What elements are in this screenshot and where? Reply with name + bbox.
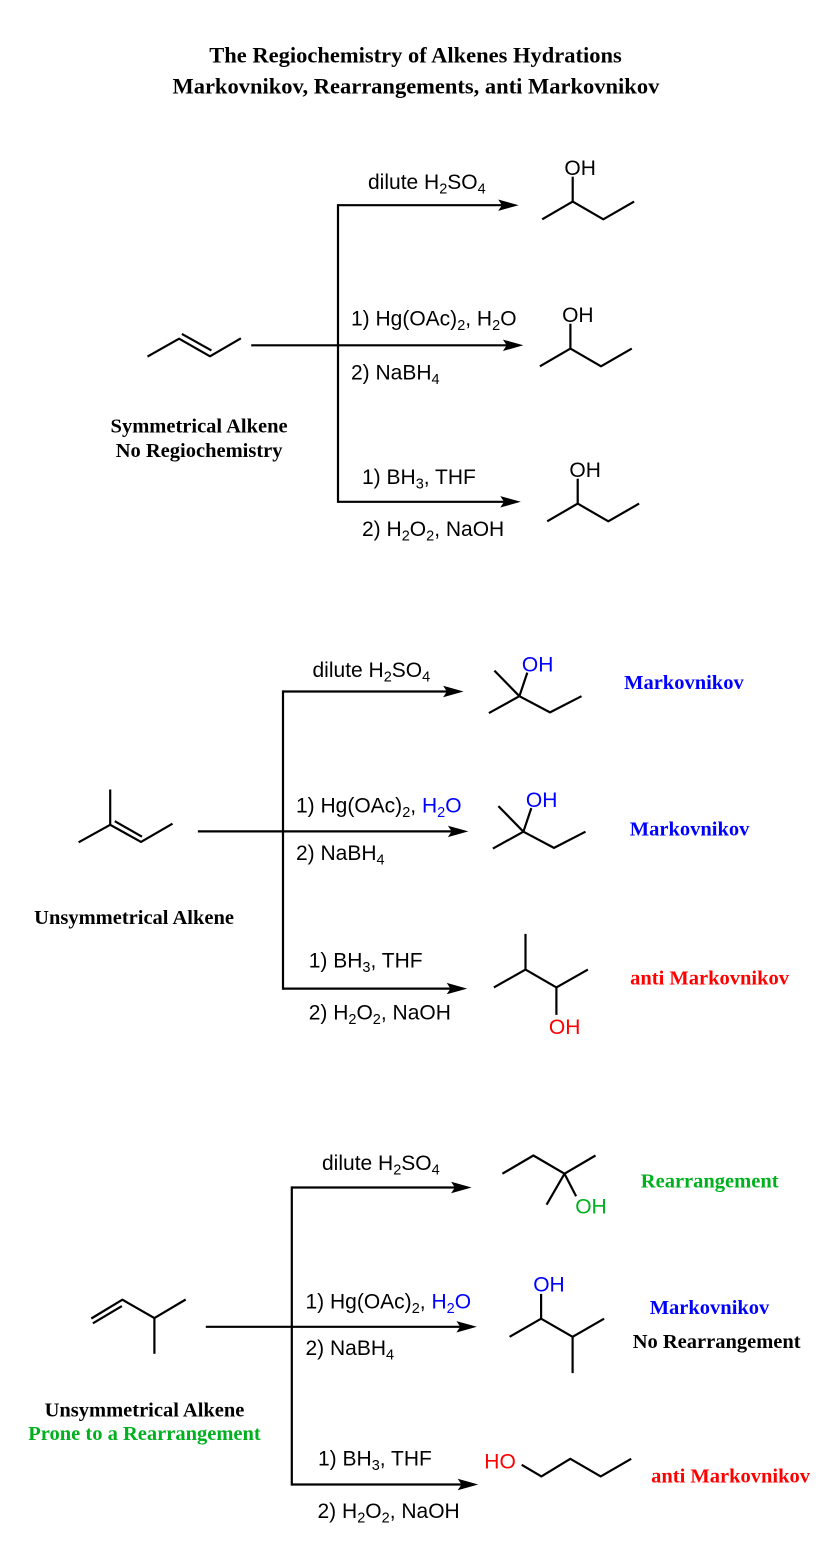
svg-text:dilute H2​SO4​: dilute H2​SO4​	[322, 1152, 440, 1179]
svg-text:OH: OH	[533, 1273, 565, 1296]
svg-text:OH: OH	[562, 304, 594, 327]
svg-text:1) Hg(OAc)2​, H2​O: 1) Hg(OAc)2​, H2​O	[306, 1290, 472, 1317]
svg-text:OH: OH	[522, 653, 554, 676]
svg-text:dilute H2​SO4​: dilute H2​SO4​	[313, 659, 431, 686]
svg-text:OH: OH	[575, 1196, 607, 1219]
svg-text:Rearrangement: Rearrangement	[641, 1170, 779, 1192]
svg-text:1) Hg(OAc)2​, H2​O: 1) Hg(OAc)2​, H2​O	[351, 307, 517, 334]
svg-text:1) Hg(OAc)2​, H2​O: 1) Hg(OAc)2​, H2​O	[296, 795, 462, 822]
svg-text:1) BH3​, THF: 1) BH3​, THF	[309, 950, 423, 977]
svg-text:Markovnikov: Markovnikov	[630, 819, 750, 841]
svg-text:1) BH3​, THF: 1) BH3​, THF	[362, 466, 476, 493]
svg-text:OH: OH	[564, 157, 596, 180]
svg-text:OH: OH	[549, 1016, 581, 1039]
svg-text:No Regiochemistry: No Regiochemistry	[116, 440, 284, 462]
svg-text:Prone to a Rearrangement: Prone to a Rearrangement	[28, 1423, 261, 1445]
svg-text:Unsymmetrical Alkene: Unsymmetrical Alkene	[34, 907, 234, 929]
svg-text:anti Markovnikov: anti Markovnikov	[651, 1465, 811, 1487]
svg-text:Markovnikov, Rearrangements, a: Markovnikov, Rearrangements, anti Markov…	[172, 73, 660, 98]
svg-text:2) H2​O2​, NaOH: 2) H2​O2​, NaOH	[309, 1002, 451, 1029]
svg-text:Markovnikov: Markovnikov	[624, 672, 744, 694]
svg-text:HO: HO	[484, 1451, 516, 1474]
svg-text:2) H2​O2​, NaOH: 2) H2​O2​, NaOH	[318, 1500, 460, 1527]
svg-text:No Rearrangement: No Rearrangement	[633, 1331, 801, 1353]
svg-text:2) NaBH4​: 2) NaBH4​	[306, 1337, 395, 1364]
svg-text:anti Markovnikov: anti Markovnikov	[630, 967, 790, 989]
svg-text:Symmetrical Alkene: Symmetrical Alkene	[111, 416, 288, 438]
svg-text:The Regiochemistry of Alkenes: The Regiochemistry of Alkenes Hydrations	[209, 42, 622, 67]
svg-text:OH: OH	[526, 789, 558, 812]
svg-text:2) NaBH4​: 2) NaBH4​	[296, 842, 385, 869]
svg-text:OH: OH	[569, 459, 601, 482]
svg-text:2) H2​O2​, NaOH: 2) H2​O2​, NaOH	[362, 518, 504, 545]
svg-text:1) BH3​, THF: 1) BH3​, THF	[318, 1448, 432, 1475]
svg-text:Unsymmetrical Alkene: Unsymmetrical Alkene	[45, 1400, 245, 1422]
svg-text:dilute H2​SO4​: dilute H2​SO4​	[368, 171, 486, 198]
svg-text:Markovnikov: Markovnikov	[650, 1297, 770, 1319]
svg-text:2) NaBH4​: 2) NaBH4​	[351, 362, 440, 389]
